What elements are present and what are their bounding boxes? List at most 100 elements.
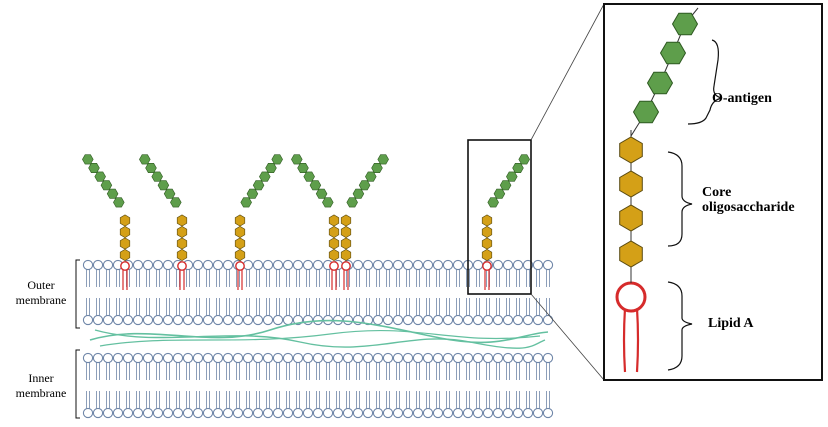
phospholipid-head	[392, 407, 404, 419]
phospholipid-head	[232, 352, 244, 364]
o-antigen-sugar	[259, 171, 271, 182]
phospholipid-head	[532, 259, 544, 271]
phospholipid-head	[172, 407, 184, 419]
lipid-a-tail	[331, 270, 337, 290]
phospholipid-head	[542, 352, 554, 364]
phospholipid-head	[462, 352, 474, 364]
core-oligosaccharide-label: Core oligosaccharide	[702, 185, 795, 215]
peptidoglycan-strand	[89, 319, 549, 344]
core-sugar	[234, 226, 246, 238]
phospholipid-head	[102, 314, 114, 326]
o-antigen-sugar	[322, 197, 334, 208]
phospholipid-head	[522, 407, 534, 419]
phospholipid-head	[532, 314, 544, 326]
core-bracket	[667, 151, 693, 247]
phospholipid-head	[442, 314, 454, 326]
phospholipid-head	[282, 352, 294, 364]
phospholipid-head	[242, 352, 254, 364]
phospholipid-head	[272, 259, 284, 271]
phospholipid-head	[92, 314, 104, 326]
phospholipid-head	[142, 314, 154, 326]
o-antigen-sugar	[518, 154, 530, 165]
o-antigen-sugar	[240, 197, 252, 208]
core-sugar	[176, 249, 188, 261]
phospholipid-head	[312, 407, 324, 419]
phospholipid-head	[272, 352, 284, 364]
phospholipid-head	[232, 314, 244, 326]
inset-o-antigen-sugar	[671, 12, 699, 36]
phospholipid-head	[262, 259, 274, 271]
core-sugar	[119, 237, 131, 250]
outer-membrane-label-line2: membrane	[15, 293, 67, 307]
phospholipid-head	[402, 407, 414, 419]
phospholipid-head	[422, 259, 434, 271]
phospholipid-head	[462, 407, 474, 419]
phospholipid-head	[372, 352, 384, 364]
phospholipid-head	[372, 407, 384, 419]
core-sugar	[340, 237, 352, 250]
o-antigen-sugar	[358, 180, 371, 191]
phospholipid-head	[92, 407, 104, 419]
phospholipid-head	[332, 352, 344, 364]
phospholipid-head	[242, 314, 254, 326]
phospholipid-head	[132, 407, 144, 419]
phospholipid-head	[292, 259, 304, 271]
phospholipid-head	[512, 259, 524, 271]
phospholipid-head	[222, 352, 234, 364]
phospholipid-head	[422, 407, 434, 419]
phospholipid-head	[262, 352, 274, 364]
o-antigen-sugar	[252, 180, 265, 191]
phospholipid-head	[442, 407, 454, 419]
phospholipid-head	[412, 314, 424, 326]
phospholipid-head	[252, 259, 264, 271]
phospholipid-head	[302, 314, 314, 326]
phospholipid-head	[82, 407, 94, 419]
inset-lipid-a-head	[615, 281, 647, 313]
phospholipid-head	[122, 407, 134, 419]
o-antigen-sugar	[100, 180, 113, 191]
core-sugar	[328, 237, 340, 250]
o-antigen-sugar	[297, 163, 309, 173]
phospholipid-head	[182, 352, 194, 364]
o-antigen-sugar	[139, 154, 151, 165]
phospholipid-head	[282, 259, 294, 271]
core-sugar	[481, 226, 493, 238]
phospholipid-head	[412, 407, 424, 419]
phospholipid-head	[542, 407, 554, 419]
phospholipid-head	[372, 259, 384, 271]
phospholipid-head	[162, 407, 174, 419]
phospholipid-head	[142, 407, 154, 419]
phospholipid-head	[102, 407, 114, 419]
phospholipid-head	[162, 314, 174, 326]
phospholipid-head	[112, 407, 124, 419]
phospholipid-head	[202, 259, 214, 271]
phospholipid-head	[232, 407, 244, 419]
phospholipid-head	[522, 352, 534, 364]
core-sugar	[176, 226, 188, 238]
lipid-a-tail	[179, 270, 185, 290]
core-label-line2: oligosaccharide	[702, 200, 795, 215]
phospholipid-head	[452, 407, 464, 419]
phospholipid-head	[322, 352, 334, 364]
phospholipid-head	[122, 352, 134, 364]
phospholipid-head	[302, 259, 314, 271]
phospholipid-head	[162, 259, 174, 271]
core-sugar	[328, 214, 340, 227]
phospholipid-head	[292, 407, 304, 419]
o-antigen-sugar	[106, 188, 119, 199]
phospholipid-head	[362, 259, 374, 271]
o-antigen-sugar	[265, 163, 277, 173]
phospholipid-head	[342, 314, 354, 326]
phospholipid-head	[162, 352, 174, 364]
core-sugar	[340, 226, 352, 238]
phospholipid-head	[132, 259, 144, 271]
lipid-a-bracket	[667, 281, 693, 371]
phospholipid-head	[282, 314, 294, 326]
zoom-inset	[467, 3, 823, 381]
peptidoglycan-strand	[99, 329, 541, 347]
phospholipid-head	[452, 314, 464, 326]
phospholipid-head	[252, 407, 264, 419]
phospholipid-head	[272, 314, 284, 326]
phospholipid-head	[82, 352, 94, 364]
lipid-a-head	[482, 261, 492, 271]
